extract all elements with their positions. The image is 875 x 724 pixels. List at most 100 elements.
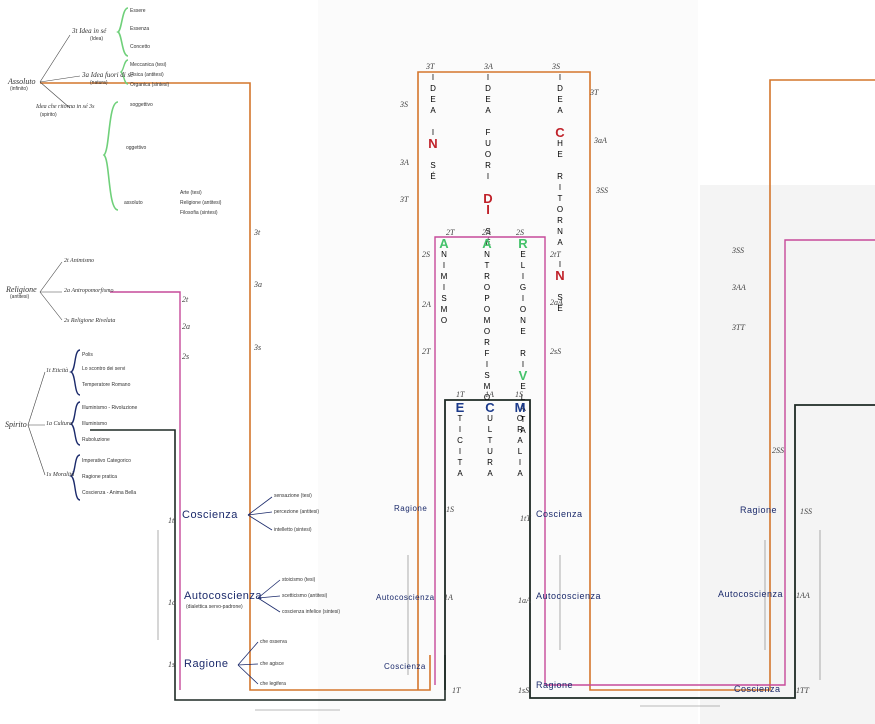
vertical-letter: I <box>558 260 562 269</box>
vertical-letter: I <box>458 447 462 456</box>
stage-label: 3s <box>254 343 262 352</box>
vertical-letter: C <box>457 436 463 445</box>
ragione-branch: che osserva <box>260 639 287 645</box>
vertical-letter: D <box>483 191 493 206</box>
ragione-branch: che legifera <box>260 681 286 687</box>
middle-right-ragione: Ragione <box>536 680 574 690</box>
vertical-letter: R <box>520 349 526 358</box>
autocoscienza-branch: coscienza infelice (sintesi) <box>282 609 341 615</box>
black-inner-box <box>444 399 875 699</box>
middle-left-label: 1T <box>452 686 461 695</box>
vertical-letter: I <box>486 73 490 82</box>
branch-3t-sub: (Idea) <box>90 36 104 42</box>
middle-right-label: 1tT <box>520 514 531 523</box>
vertical-letter: I <box>518 458 522 467</box>
mid-side-label: 3A <box>400 158 409 167</box>
vertical-letter: E <box>455 400 465 415</box>
vertical-letter: I <box>458 425 462 434</box>
vertical-letter: T <box>484 261 490 270</box>
vertical-letter: É <box>430 172 436 181</box>
logic-item: Essenza <box>130 26 150 32</box>
vertical-letter: I <box>558 73 562 82</box>
vertical-letter: I <box>521 272 525 281</box>
mid2-top-label: 2A <box>482 228 491 237</box>
middle-right-label: 1aA <box>518 596 531 605</box>
vertical-letter: T <box>557 194 563 203</box>
vertical-letter: A <box>520 404 526 413</box>
vertical-letter: D <box>485 84 491 93</box>
spirito-item: 1t Eticità <box>46 368 69 374</box>
vertical-letter: C <box>555 125 565 140</box>
vertical-letter: I <box>431 128 435 137</box>
vertical-letter: U <box>487 414 493 423</box>
right-coscienza-label: 1TT <box>796 686 809 695</box>
spirit-item: oggettivo <box>126 145 147 151</box>
vertical-letter: A <box>517 469 523 478</box>
spirit-item: soggettivo <box>130 102 153 108</box>
assoluto-sub: (infinito) <box>10 86 28 92</box>
inner-top-label: 1T <box>456 390 465 399</box>
coscienza-branch: sensazione (tesi) <box>274 493 312 499</box>
nature-item: Fisica (antitesi) <box>130 72 164 78</box>
branch-3a: 3a Idea fuori di sé <box>82 71 134 79</box>
vertical-letter <box>482 215 494 226</box>
vertical-letter: O <box>556 205 564 214</box>
religione-item: 2s Religione Rivelata <box>64 318 116 324</box>
vertical-letter: R <box>557 216 563 225</box>
assoluto-item: Arte (tesi) <box>180 190 202 196</box>
vertical-letter: O <box>483 305 491 314</box>
mid-side-label: 3T <box>590 88 599 97</box>
spirit-item: assoluto <box>124 200 143 206</box>
vertical-letter: S <box>485 227 491 236</box>
orange-outer-box <box>417 71 875 691</box>
vertical-letter: R <box>484 338 490 347</box>
stage-label: 1a <box>168 598 176 607</box>
vertical-letter: É <box>485 238 491 247</box>
middle-left-label: 1A <box>444 593 453 602</box>
vertical-letter: R <box>484 272 490 281</box>
vertical-letter: O <box>483 283 491 292</box>
vertical-letter: N <box>441 250 447 259</box>
religione-item: 2t Animismo <box>64 258 95 264</box>
mid2-side-label: 2T <box>422 347 431 356</box>
vertical-letter <box>482 116 494 127</box>
vertical-letter: T <box>457 458 463 467</box>
mid-side-label: 3SS <box>596 186 608 195</box>
vertical-letter: I <box>442 261 446 270</box>
vertical-letter: R <box>557 172 563 181</box>
coscienza-heading: Coscienza <box>182 509 238 521</box>
moralita-sub: Coscienza - Anima Bella <box>82 490 137 496</box>
vertical-letter: É <box>557 304 563 313</box>
vertical-letter: E <box>430 95 436 104</box>
mid2-side-label: 2A <box>422 300 431 309</box>
vertical-letter: A <box>430 106 436 115</box>
vertical-letter: E <box>485 95 491 104</box>
right-label: 3AA <box>732 283 746 292</box>
stage-label: 3t <box>254 228 261 237</box>
right-ragione: Ragione <box>740 505 778 515</box>
middle-autocoscienza: Autocoscienza <box>376 593 435 602</box>
magenta-middle-box <box>434 236 546 685</box>
spirito-item: 1a Cultura <box>46 421 73 427</box>
stage-label: 1t <box>168 516 175 525</box>
autocoscienza-sub: (dialettica servo-padrone) <box>186 604 243 610</box>
vertical-letter <box>427 116 439 127</box>
vertical-letter: I <box>431 73 435 82</box>
vertical-letter: E <box>557 95 563 104</box>
vertical-letter: A <box>485 106 491 115</box>
vertical-letter: A <box>517 436 523 445</box>
cultura-sub: Illuminismo - Rivoluzione <box>82 405 138 411</box>
mid-top-label: 3A <box>484 62 493 71</box>
spirito-item: 1s Moralità <box>46 472 75 478</box>
middle-left-label: 1S <box>446 505 454 514</box>
vertical-letter: U <box>485 139 491 148</box>
vertical-letter: C <box>485 400 495 415</box>
right-2ss-label: 2SS <box>772 446 784 455</box>
vertical-letter: R <box>487 458 493 467</box>
moralita-sub: Ragione pratica <box>82 474 118 480</box>
